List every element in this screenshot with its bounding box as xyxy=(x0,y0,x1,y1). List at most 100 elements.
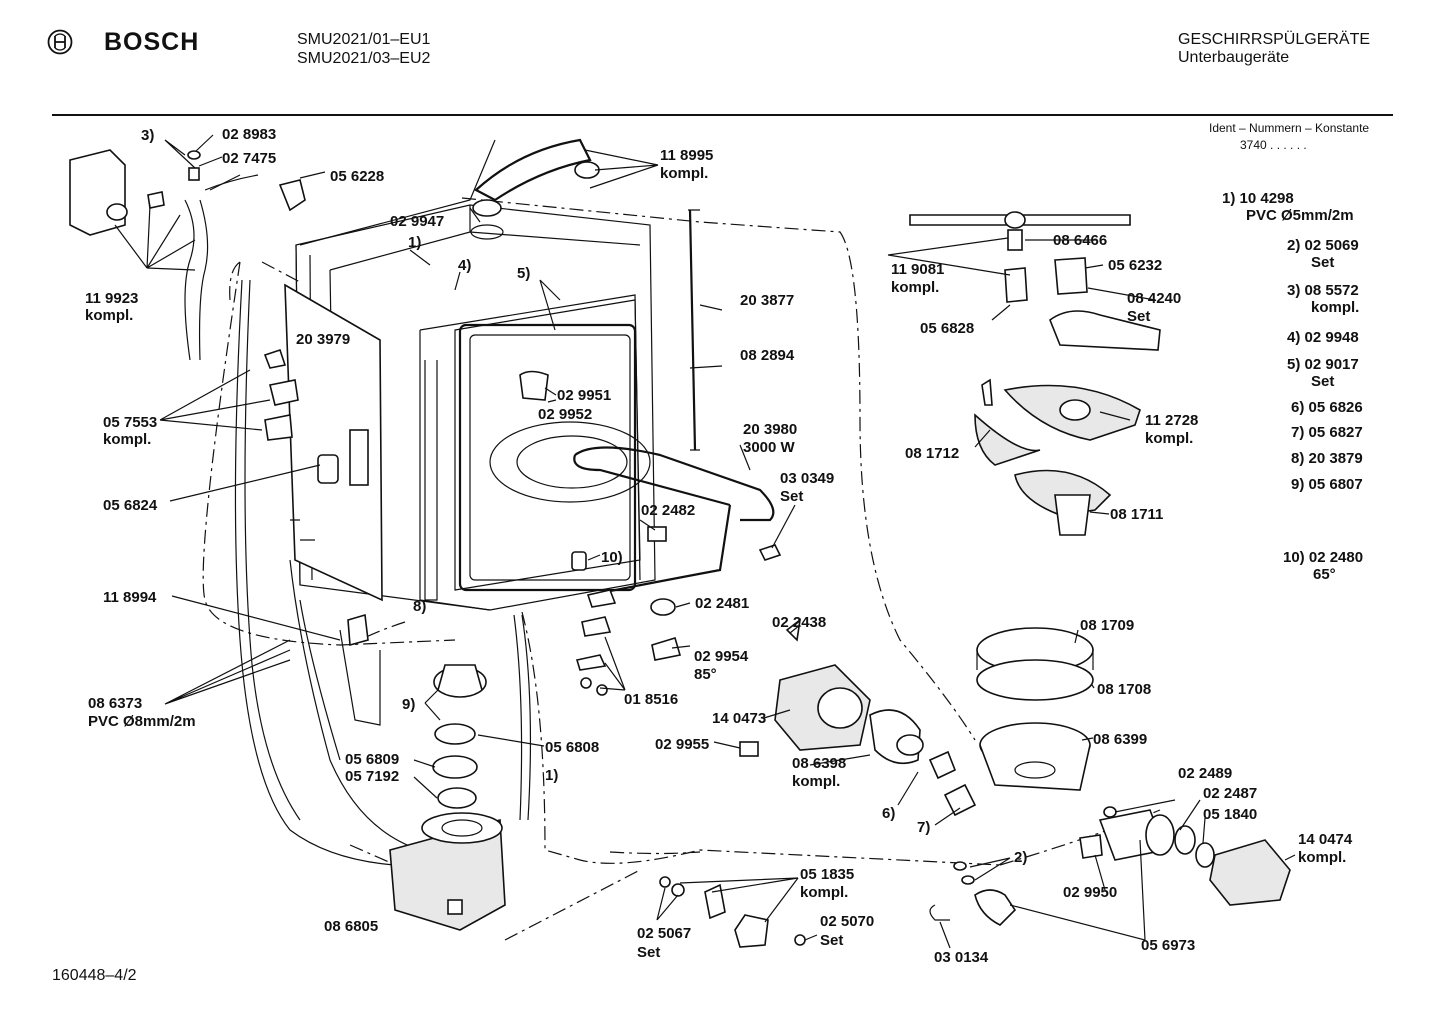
callout-label: 8) xyxy=(413,598,426,615)
part-label: 05 6973 xyxy=(1141,937,1195,954)
part-label: 02 2438 xyxy=(772,614,826,631)
callout-label: 7) xyxy=(917,819,930,836)
side-panel xyxy=(284,283,383,602)
legend-item: 6) 05 6826 xyxy=(1291,399,1363,416)
part-label: kompl. xyxy=(660,165,708,182)
thermostat xyxy=(571,551,587,571)
bosch-logo-icon xyxy=(47,29,73,55)
part-label: 14 0474 xyxy=(1298,831,1353,848)
circulation-pump xyxy=(774,664,924,765)
part-label: kompl. xyxy=(103,431,151,448)
top-spray-pipe xyxy=(474,138,592,202)
part-label: 02 9955 xyxy=(655,736,709,753)
part-label: 02 9947 xyxy=(390,213,444,230)
header-divider xyxy=(52,114,1393,116)
callout-label: 6) xyxy=(882,805,895,822)
part-label: 05 6808 xyxy=(545,739,599,756)
part-label: 08 6466 xyxy=(1053,232,1107,249)
callout-label: 5) xyxy=(517,265,530,282)
part-label: 11 8994 xyxy=(103,589,157,606)
sump-rings xyxy=(976,627,1094,791)
callout-label: 2) xyxy=(1014,849,1027,866)
connector xyxy=(647,526,667,542)
part-label: 05 1840 xyxy=(1203,806,1257,823)
model-number: SMU2021/03–EU2 xyxy=(297,50,431,67)
part-label: kompl. xyxy=(1145,430,1193,447)
part-label: 08 6398 xyxy=(792,755,846,772)
part-label: 08 6805 xyxy=(324,918,378,935)
part-label: 20 3980 xyxy=(743,421,797,438)
part-label: kompl. xyxy=(792,773,840,790)
callout-label: 1) xyxy=(408,234,421,251)
part-label: kompl. xyxy=(85,307,133,324)
part-label: 01 8516 xyxy=(624,691,678,708)
part-label: 08 1712 xyxy=(905,445,959,462)
part-label: 11 8995 xyxy=(660,147,713,164)
spray-arm xyxy=(909,211,1161,351)
part-label: 11 9081 xyxy=(891,261,944,278)
callout-label: 4) xyxy=(458,257,471,274)
part-label: 03 0349 xyxy=(780,470,834,487)
drain-pump xyxy=(1079,806,1291,906)
part-label: 02 9951 xyxy=(557,387,611,404)
brand-name: BOSCH xyxy=(104,28,200,56)
part-label: 02 5067 xyxy=(637,925,691,942)
drain-elbow xyxy=(974,889,1017,926)
part-label: 14 0473 xyxy=(712,710,766,727)
part-label: 08 6373 xyxy=(88,695,142,712)
part-label: PVC Ø8mm/2m xyxy=(88,713,196,730)
sump-housing xyxy=(389,812,506,931)
part-label: kompl. xyxy=(891,279,939,296)
part-label: 05 1835 xyxy=(800,866,854,883)
part-label: 02 7475 xyxy=(222,150,276,167)
seal xyxy=(650,598,676,616)
legend-item: 7) 05 6827 xyxy=(1291,424,1363,441)
part-label: 05 6232 xyxy=(1108,257,1162,274)
part-label: 20 3979 xyxy=(296,331,350,348)
page-title: GESCHIRRSPÜLGERÄTE xyxy=(1178,31,1371,48)
part-label: 08 1708 xyxy=(1097,681,1151,698)
part-label: 02 9952 xyxy=(538,406,592,423)
ident-value: 3740 . . . . . . xyxy=(1240,138,1307,152)
leader-lines xyxy=(114,134,1296,949)
part-label: 05 6228 xyxy=(330,168,384,185)
seal-ring xyxy=(472,199,502,217)
part-label: 05 6828 xyxy=(920,320,974,337)
ident-label: Ident – Nummern – Konstante xyxy=(1209,121,1370,135)
part-label: 02 2487 xyxy=(1203,785,1257,802)
seal xyxy=(519,370,549,401)
legend-item: 8) 20 3879 xyxy=(1291,450,1363,467)
hose-connector xyxy=(928,750,957,780)
part-label: 08 4240 xyxy=(1127,290,1181,307)
part-label: 02 8983 xyxy=(222,126,276,143)
part-label: 02 9950 xyxy=(1063,884,1117,901)
valve-body xyxy=(704,883,726,920)
hose-connector xyxy=(943,783,977,817)
part-label: 02 2481 xyxy=(695,595,749,612)
part-label: 02 2489 xyxy=(1178,765,1232,782)
part-label: 11 9923 xyxy=(85,290,138,307)
part-label: 20 3877 xyxy=(740,292,794,309)
part-label: kompl. xyxy=(1298,849,1346,866)
part-label: 08 6399 xyxy=(1093,731,1147,748)
part-label: 05 6824 xyxy=(103,497,158,514)
part-label: 08 2894 xyxy=(740,347,795,364)
part-label: 03 0134 xyxy=(934,949,989,966)
callout-label: 10) xyxy=(601,549,623,566)
float-switches xyxy=(263,348,299,441)
part-label: 02 2482 xyxy=(641,502,695,519)
part-label: 05 6809 xyxy=(345,751,399,768)
part-label: Set xyxy=(820,932,843,949)
part-label: Set xyxy=(780,488,803,505)
part-label: 3000 W xyxy=(743,439,796,456)
part-label: 05 7192 xyxy=(345,768,399,785)
part-label: 02 5070 xyxy=(820,913,874,930)
drawing-number: 160448–4/2 xyxy=(52,967,137,984)
valve-cover xyxy=(734,914,769,948)
model-number: SMU2021/01–EU1 xyxy=(297,31,431,48)
